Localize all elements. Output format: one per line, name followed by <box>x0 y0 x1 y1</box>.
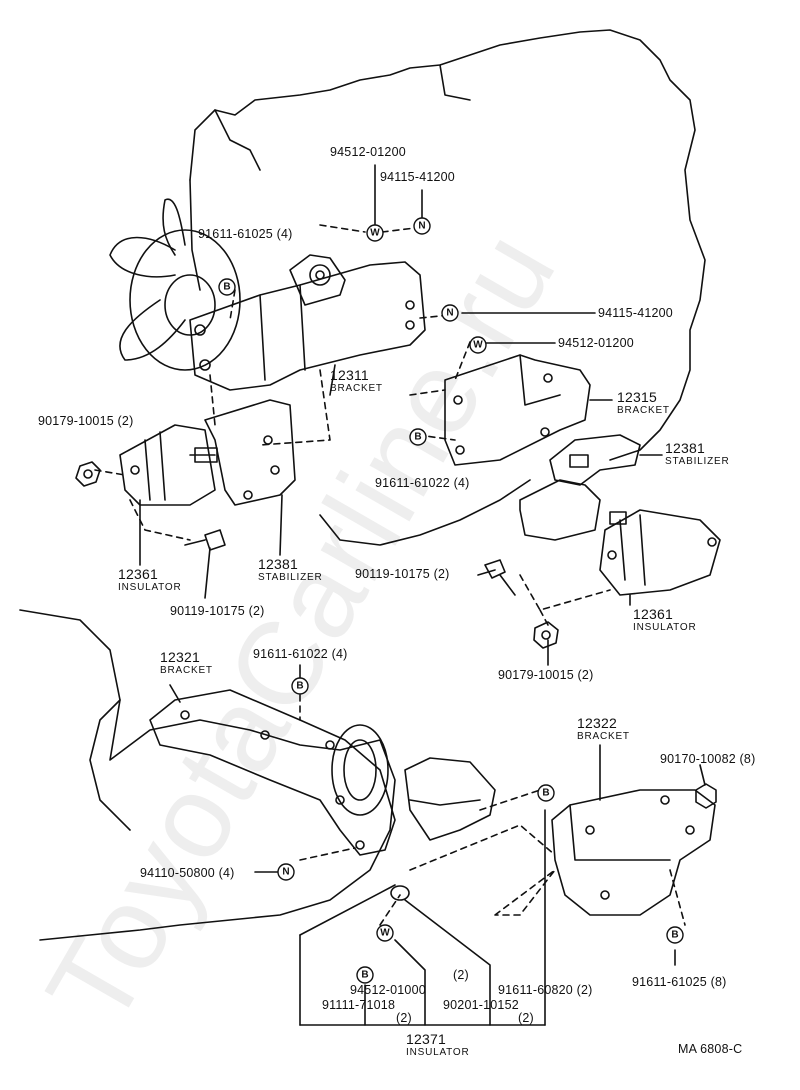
diagram-code: MA 6808-C <box>678 1042 743 1056</box>
label-12381-right: 12381 <box>665 440 705 456</box>
label-qty-2-a: (2) <box>453 968 469 982</box>
bolt-symbol-2: B <box>414 432 421 443</box>
bolt-90119-right <box>484 559 516 596</box>
label-12311: 12311 <box>330 367 369 383</box>
label-12381-left: 12381 <box>258 556 298 572</box>
label-12311-type: BRACKET <box>330 383 383 394</box>
label-12361-right: 12361 <box>633 606 673 622</box>
label-12381-left-type: STABILIZER <box>258 572 323 583</box>
bolt-symbol-5: B <box>361 970 368 981</box>
washer-symbol-3: W <box>380 928 390 939</box>
label-91611-61022-low: 91611-61022 (4) <box>253 647 348 661</box>
label-qty-2-b: (2) <box>396 1011 412 1025</box>
label-91611-61025-8: 91611-61025 (8) <box>632 975 727 989</box>
label-90119-10175-right: 90119-10175 (2) <box>355 567 450 581</box>
bracket-12322-shape <box>551 789 716 916</box>
insulator-12361-left-shape <box>119 424 218 506</box>
nut-90179-right <box>533 621 559 649</box>
bolt-symbol-1: B <box>223 282 230 293</box>
label-94512-01200-right: 94512-01200 <box>558 336 634 350</box>
engine-outline-top <box>189 29 706 461</box>
label-91111-71018: 91111-71018 <box>322 998 396 1012</box>
bolt-90119-left <box>184 529 226 551</box>
washer-symbol-2: W <box>473 340 483 351</box>
nut-90179-left <box>75 461 101 487</box>
label-90201-10152: 90201-10152 <box>443 998 519 1012</box>
washer-symbol-1: W <box>370 228 380 239</box>
label-90119-10175-left: 90119-10175 (2) <box>170 604 265 618</box>
bracket-12311-shape <box>189 254 426 391</box>
stabilizer-12381-right-shape <box>519 434 641 541</box>
label-91611-61025-4: 91611-61025 (4) <box>198 227 293 241</box>
label-12322: 12322 <box>577 715 617 731</box>
label-12321-type: BRACKET <box>160 665 213 676</box>
label-91611-61022-mid: 91611-61022 (4) <box>375 476 470 490</box>
engine-outline-lower <box>319 479 531 546</box>
bolt-symbol-4: B <box>542 788 549 799</box>
label-12315: 12315 <box>617 389 657 405</box>
label-12381-right-type: STABILIZER <box>665 456 730 467</box>
label-94512-01200-top: 94512-01200 <box>330 145 406 159</box>
label-12321: 12321 <box>160 649 200 665</box>
label-qty-2-c: (2) <box>518 1011 534 1025</box>
label-94115-41200-top: 94115-41200 <box>380 170 455 184</box>
cooling-fan <box>109 198 241 371</box>
bolt-symbol-3: B <box>296 681 303 692</box>
label-94115-41200-right: 94115-41200 <box>598 306 673 320</box>
nut-90170 <box>695 783 717 809</box>
label-12371: 12371 <box>406 1031 446 1047</box>
label-91611-60820: 91611-60820 (2) <box>498 983 593 997</box>
stabilizer-12381-left-shape <box>204 399 296 506</box>
bolt-symbol-6: B <box>671 930 678 941</box>
label-90179-10015-top: 90179-10015 (2) <box>38 414 134 428</box>
bracket-12315-shape <box>444 354 591 466</box>
label-94512-01000: 94512-01000 <box>350 983 426 997</box>
label-12361-left: 12361 <box>118 566 158 582</box>
nut-symbol-3: N <box>282 867 289 878</box>
bracket-12321-shape <box>149 689 396 856</box>
insulator-12361-right-shape <box>599 509 721 596</box>
label-90170-10082: 90170-10082 (8) <box>660 752 756 766</box>
label-94110-50800: 94110-50800 (4) <box>140 866 235 880</box>
nut-symbol-2: N <box>446 308 453 319</box>
insulator-12371-shape <box>404 757 496 841</box>
nut-symbol-1: N <box>418 221 425 232</box>
washer-91111 <box>390 885 410 901</box>
label-12371-type: INSULATOR <box>406 1047 470 1058</box>
label-12361-right-type: INSULATOR <box>633 622 697 633</box>
label-90179-10015-bottom: 90179-10015 (2) <box>498 668 594 682</box>
label-12322-type: BRACKET <box>577 731 630 742</box>
label-12361-left-type: INSULATOR <box>118 582 182 593</box>
label-12315-type: BRACKET <box>617 405 670 416</box>
